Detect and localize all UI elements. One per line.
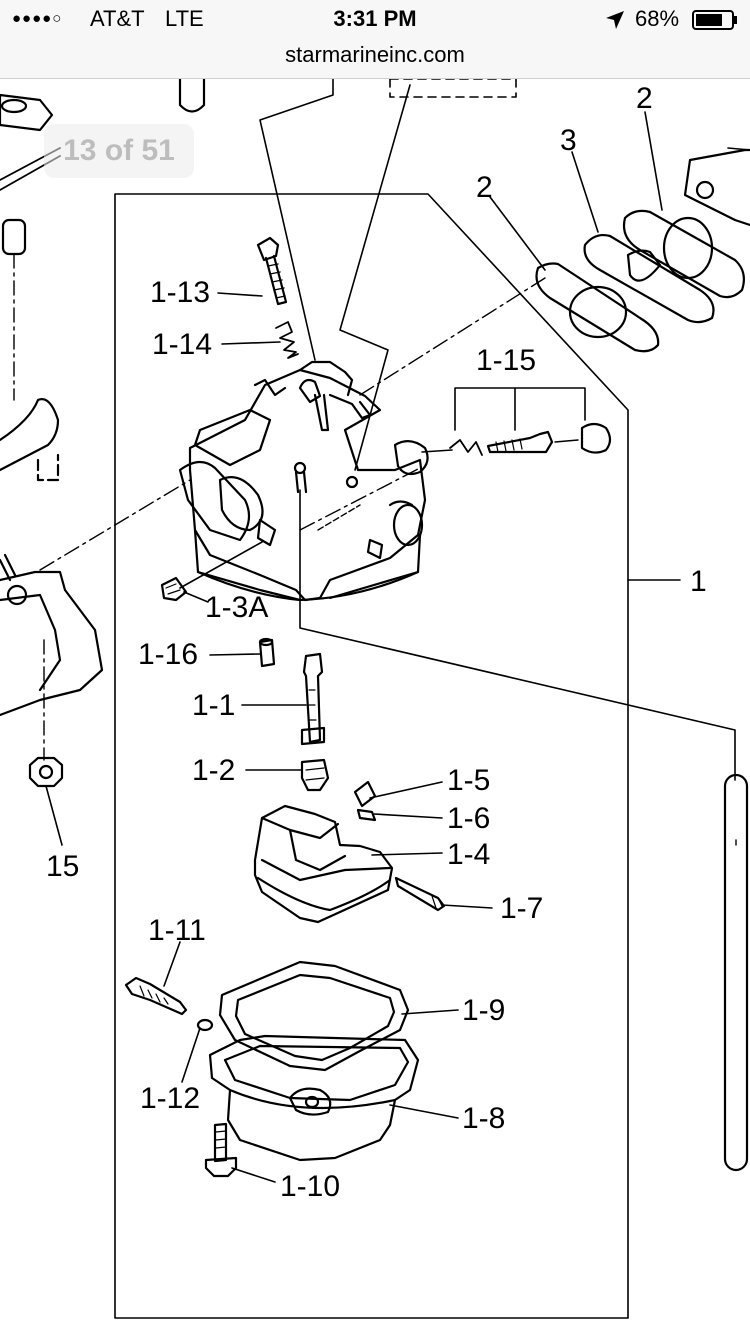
clock: 3:31 PM [333,6,417,31]
signal-strength-icon: ●●●●○ [12,10,63,27]
label-part-1: 1 [690,565,707,598]
label-part-1-7: 1-7 [500,892,543,925]
carrier-name: AT&T [90,6,145,31]
carburetor-parts-diagram: 1-13 1-14 1-15 1-3A 1-16 1-1 1-2 1-5 1-6… [0,79,750,1319]
label-part-1-1: 1-1 [192,689,235,722]
label-part-1-3a: 1-3A [205,591,268,624]
label-part-1-9: 1-9 [462,994,505,1027]
battery-icon [692,10,737,30]
label-part-1-8: 1-8 [462,1102,505,1135]
label-part-1-12: 1-12 [140,1082,200,1115]
label-part-2-rear: 2 [636,82,653,115]
label-part-1-4: 1-4 [447,838,490,871]
label-part-1-6: 1-6 [447,802,490,835]
label-part-1-5: 1-5 [447,764,490,797]
label-part-15: 15 [46,850,79,883]
label-part-1-10: 1-10 [280,1170,340,1203]
label-part-1-13: 1-13 [150,276,210,309]
address-bar[interactable]: starmarineinc.com [0,40,750,79]
location-arrow-icon [606,11,624,29]
page-counter: 13 of 51 [44,124,194,178]
label-part-1-16: 1-16 [138,638,198,671]
status-bar: ●●●●○ AT&T LTE 3:31 PM 68% [0,0,750,40]
network-type: LTE [165,6,204,31]
label-part-1-15: 1-15 [476,344,536,377]
label-part-1-14: 1-14 [152,328,212,361]
url-text: starmarineinc.com [285,42,465,67]
battery-percentage: 68% [635,6,680,31]
label-part-2-front: 2 [476,171,493,204]
label-part-1-11: 1-11 [148,914,206,947]
label-part-1-2: 1-2 [192,754,235,787]
label-part-3: 3 [560,124,577,157]
